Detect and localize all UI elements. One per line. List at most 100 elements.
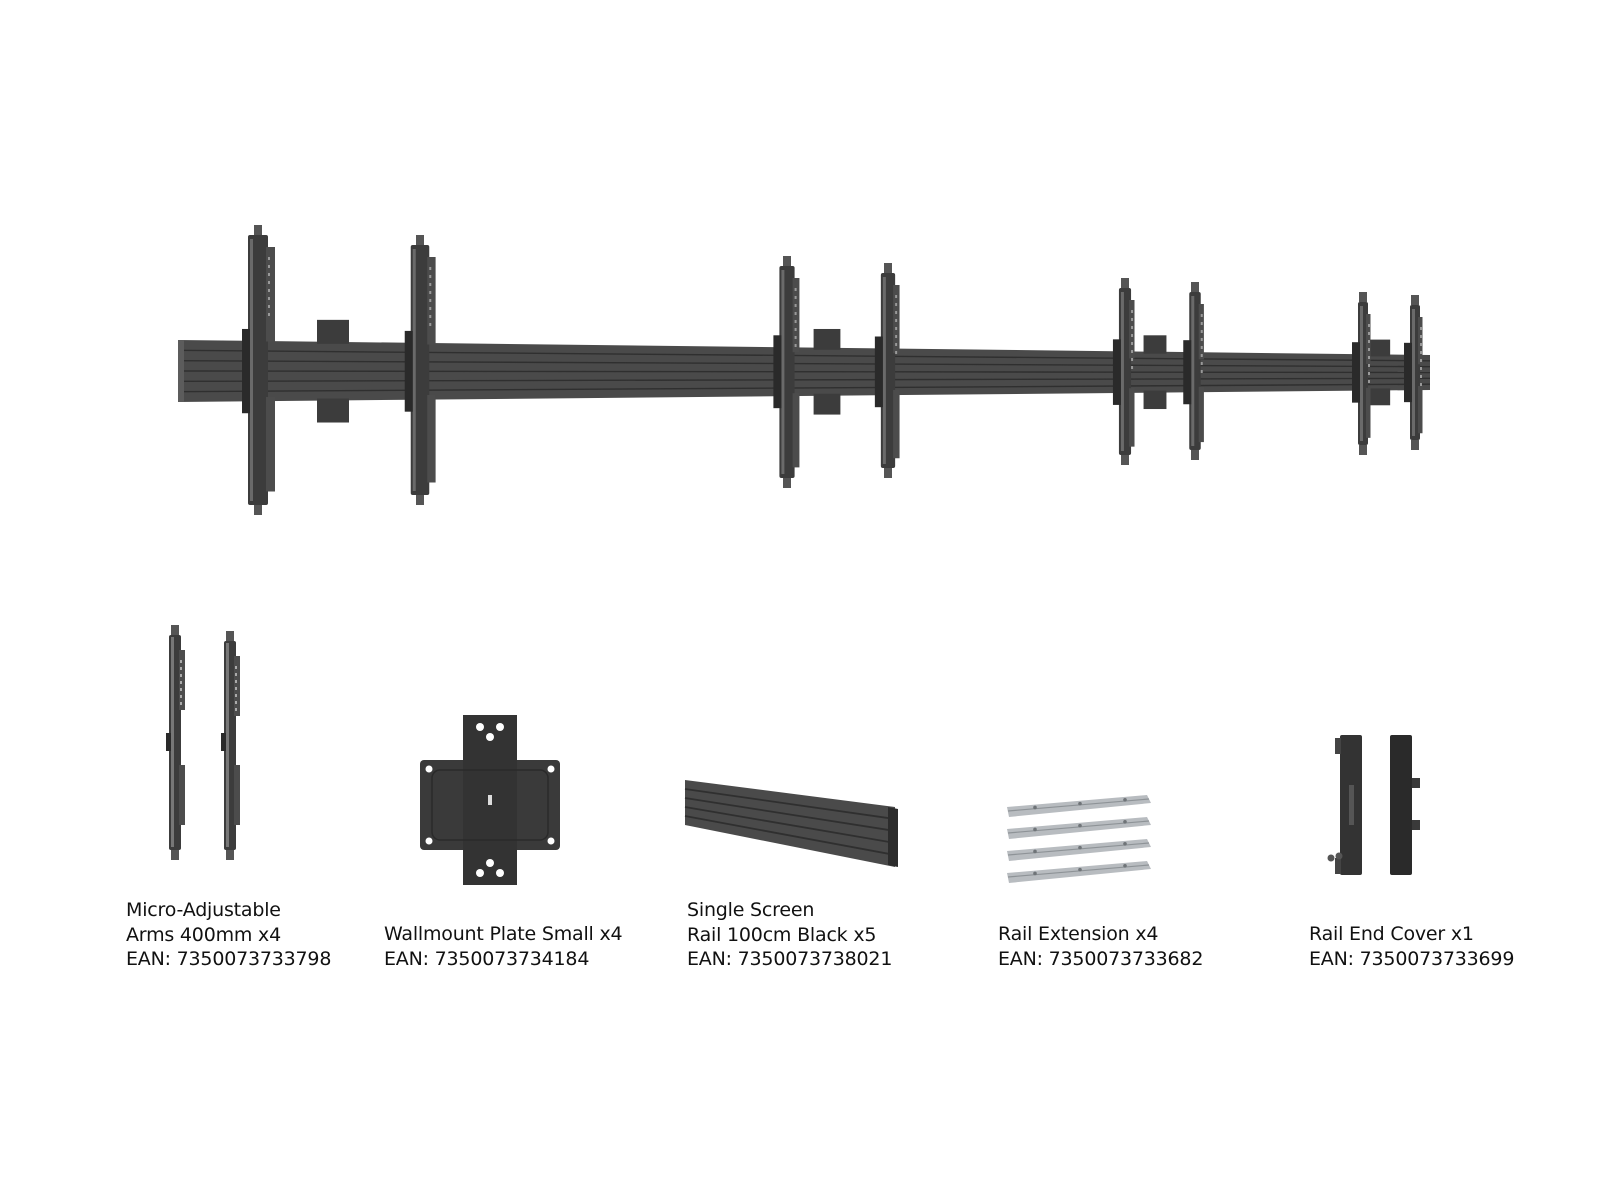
arm-clamp: [1404, 342, 1412, 403]
arm-knob: [226, 631, 234, 641]
arm-hole: [1131, 358, 1134, 361]
caption-ean: EAN: 7350073738021: [687, 948, 893, 970]
wall-plate: [1143, 335, 1167, 354]
arm-hole: [1131, 310, 1134, 313]
end-cover-back: [1390, 735, 1412, 875]
arm-hole: [1420, 335, 1422, 338]
arm-hole: [794, 320, 797, 323]
plate-hole: [486, 733, 494, 741]
arm-knob: [1121, 278, 1129, 288]
arm-edge: [412, 249, 416, 491]
arm-hole: [1368, 364, 1370, 367]
rail-groove: [684, 788, 896, 820]
wall-plate: [1369, 339, 1391, 357]
arm-hole: [794, 312, 797, 315]
arm-hole: [1131, 318, 1134, 321]
arm-knob: [1191, 450, 1199, 460]
assembled-video-wall-mount-image: [177, 225, 1431, 515]
rail-groove: [177, 359, 1431, 368]
arm-hole: [180, 667, 182, 670]
rail-icon: [684, 780, 898, 867]
arm-knob: [416, 495, 424, 505]
caption-ean: EAN: 7350073733798: [126, 948, 332, 970]
arm-hole: [235, 694, 237, 697]
rail-extension-icon: [1007, 795, 1151, 883]
extension-hole: [1033, 871, 1037, 876]
arm-hole: [180, 702, 182, 705]
plate-hole: [486, 859, 494, 867]
arm-hole: [1200, 370, 1203, 373]
arm-knob: [254, 505, 262, 515]
arm-knob: [416, 235, 424, 245]
arm-side-plate: [792, 393, 800, 468]
wall-plate: [813, 328, 841, 350]
caption-line: Rail 100cm Black x5: [687, 923, 877, 946]
arm-hole: [1131, 326, 1134, 329]
arm-hole: [895, 335, 898, 338]
extension-hole: [1078, 845, 1082, 850]
arm-hole: [429, 323, 432, 326]
arm-edge: [1412, 309, 1415, 436]
arm-hole: [1368, 348, 1370, 351]
extension-bar: [1007, 817, 1151, 839]
arm-clamp: [166, 733, 171, 751]
arm-hole: [1200, 330, 1203, 333]
plate-hole: [476, 723, 484, 731]
arm-hole: [268, 265, 270, 268]
plate-emboss: [431, 769, 549, 841]
arm-clamp: [1112, 339, 1121, 405]
screw: [1335, 852, 1343, 860]
wall-plate: [1143, 390, 1167, 410]
arm-edge: [226, 643, 229, 847]
arm-hole: [895, 303, 898, 306]
caption-extension: Rail Extension x4 EAN: 7350073733682: [998, 922, 1203, 971]
caption-line: Rail Extension x4: [998, 923, 1159, 945]
arm-clamp: [874, 336, 883, 408]
arm-hole: [1131, 350, 1134, 353]
arm-side-plate: [234, 765, 240, 825]
caption-line: Single Screen: [687, 899, 815, 921]
extension-bar: [1007, 861, 1151, 883]
arm-knob: [783, 478, 791, 488]
arm-clamp: [242, 328, 250, 414]
arm-side-plate: [1366, 314, 1371, 365]
caption-ean: EAN: 7350073733699: [1309, 947, 1515, 970]
rail-end: [178, 340, 184, 402]
caption-ean: EAN: 7350073734184: [384, 947, 590, 970]
arm-side-plate: [1418, 317, 1423, 365]
extension-bar: [1007, 795, 1151, 817]
arm-knob: [254, 225, 262, 235]
arm-clamp: [773, 335, 782, 409]
arm-hole: [1131, 366, 1134, 369]
arm-edge: [171, 637, 174, 847]
wallmount-plate-icon: [420, 715, 560, 885]
arm-side-plate: [179, 650, 185, 710]
extension-hole: [1078, 801, 1082, 806]
extension-hole: [1123, 842, 1127, 846]
arm-hole: [180, 660, 182, 663]
rail-end: [888, 807, 898, 867]
arm-hole: [268, 273, 270, 276]
arm-hole: [180, 681, 182, 684]
arm-hole: [268, 297, 270, 300]
arm-hole: [235, 666, 237, 669]
rail-groove: [177, 383, 1431, 393]
wall-plate: [813, 393, 841, 415]
arm-hole: [1368, 380, 1370, 383]
extension-hole: [1033, 849, 1037, 854]
arm-hole: [268, 289, 270, 292]
arm-hole: [895, 327, 898, 330]
arm-hole: [235, 701, 237, 704]
wall-plate: [317, 319, 349, 344]
arm-knob: [1411, 440, 1419, 450]
rail-groove: [684, 815, 896, 856]
rail-groove: [177, 377, 1431, 383]
arm-hole: [268, 281, 270, 284]
arm-knob: [226, 850, 234, 860]
arm-side-plate: [1129, 300, 1135, 359]
arm-hole: [1200, 354, 1203, 357]
plate-hole: [496, 723, 504, 731]
arm-hole: [794, 328, 797, 331]
arm-hole: [1200, 362, 1203, 365]
arm-side-plate: [266, 397, 275, 492]
